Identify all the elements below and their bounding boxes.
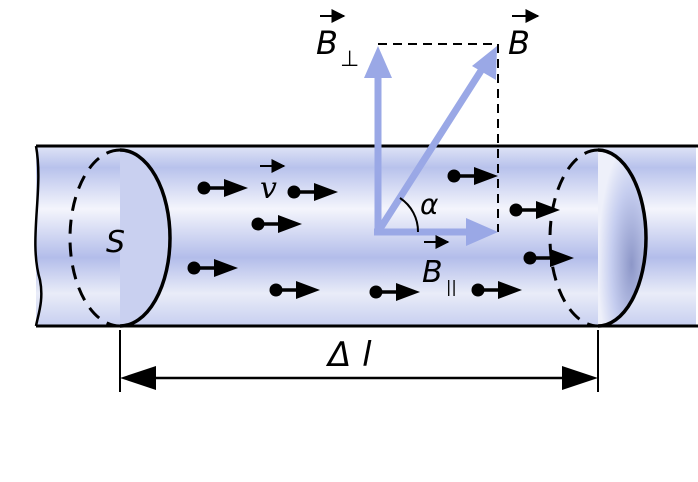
b-perp-subscript: ⊥ xyxy=(340,47,359,72)
charge-carrier xyxy=(187,259,238,277)
b-par-subscript: || xyxy=(446,277,457,296)
b-vector xyxy=(375,46,497,234)
arrow-icon xyxy=(466,218,498,246)
angle-arc xyxy=(399,197,420,233)
field-vectors xyxy=(364,43,499,246)
arrow-icon xyxy=(562,366,598,390)
charge-carrier xyxy=(509,201,560,219)
length-dimension xyxy=(119,330,599,392)
charge-carrier xyxy=(197,179,248,197)
charge-carrier xyxy=(269,281,320,299)
arrow-icon xyxy=(364,46,392,78)
charge-carrier xyxy=(471,281,522,299)
charge-carrier xyxy=(523,249,574,267)
label-alpha: α xyxy=(420,188,439,221)
arrow-icon xyxy=(120,366,156,390)
cross-section-left xyxy=(68,148,172,328)
charge-carriers xyxy=(187,167,574,301)
label-b-perp: B ⊥ xyxy=(316,9,359,72)
charge-carrier xyxy=(287,183,338,201)
v-letter: v xyxy=(260,171,277,206)
cross-section-right xyxy=(548,148,648,328)
b-par-vector xyxy=(374,218,498,246)
label-b: B xyxy=(508,9,540,62)
charge-carrier xyxy=(369,283,420,301)
b-par-letter: B xyxy=(422,255,443,290)
label-delta-l: Δ l xyxy=(325,335,372,375)
b-letter: B xyxy=(508,24,530,62)
arrow-icon xyxy=(472,46,497,80)
charge-carrier xyxy=(447,167,498,185)
label-b-par: B || xyxy=(422,235,457,296)
charge-carrier xyxy=(251,215,302,233)
label-v: v xyxy=(260,159,286,206)
label-s: S xyxy=(106,225,125,260)
b-perp-vector xyxy=(364,46,392,232)
tube-left-end xyxy=(34,145,43,327)
b-perp-letter: B xyxy=(316,24,338,62)
